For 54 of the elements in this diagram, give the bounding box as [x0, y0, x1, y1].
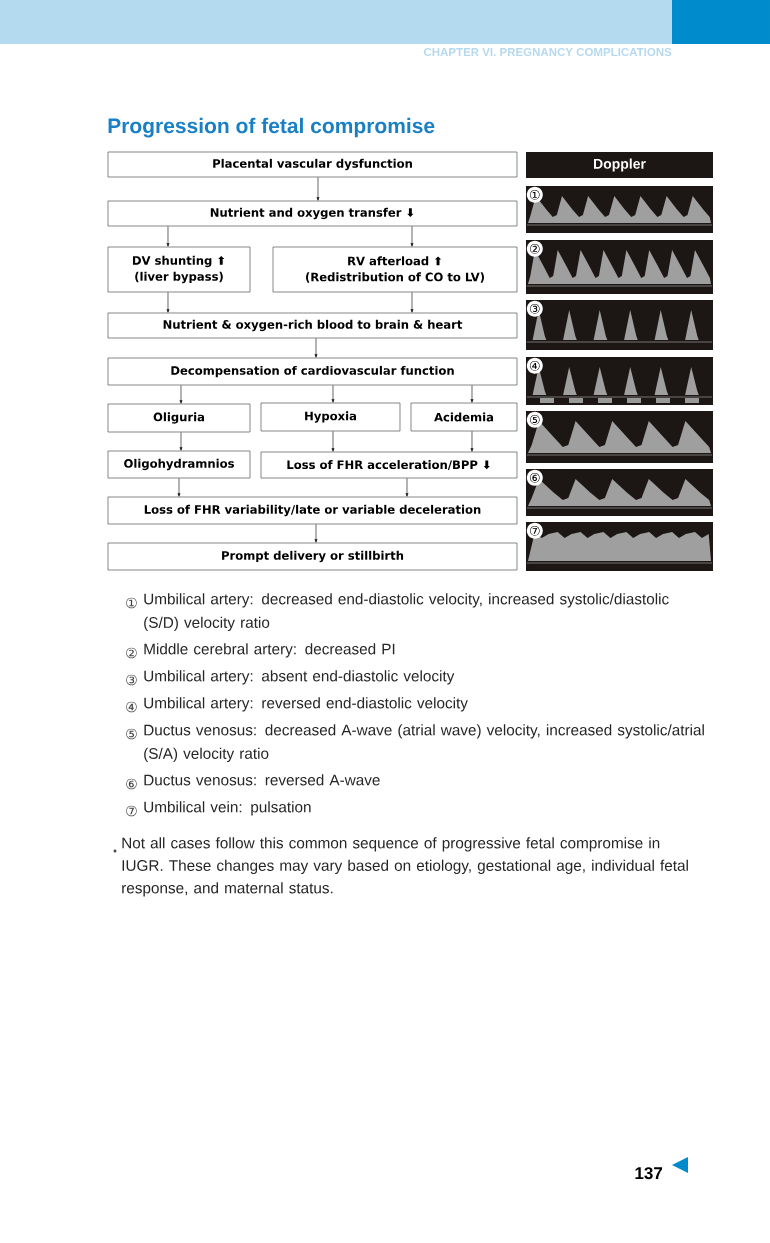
- process-box: Nutrient & oxygen-rich blood to brain & heart: [107, 312, 518, 339]
- list-text: Ductus venosus: reversed A-wave: [144, 774, 380, 786]
- process-box: Oliguria: [107, 403, 251, 433]
- process-box: Hypoxia: [260, 402, 401, 432]
- list-text: Umbilical artery: absent end-diastolic velocity: [144, 670, 455, 685]
- callout-number: ⑦: [526, 522, 543, 539]
- list-text: Middle cerebral artery: decreased PI: [144, 643, 395, 658]
- process-box: Prompt delivery or stillbirth: [107, 542, 518, 571]
- process-box: Loss of FHR variability/late or variable deceleration: [107, 496, 518, 525]
- arrow: [314, 524, 318, 543]
- header-box: Doppler: [526, 152, 713, 178]
- arrow: [331, 385, 335, 403]
- list-text: Umbilical artery: decreased end-diastolic velocity, increased systolic/diastolic (S/D) velocity ratio: [144, 593, 669, 631]
- arrow: [410, 226, 414, 247]
- arrow: [179, 432, 183, 451]
- arrow: [316, 177, 320, 201]
- process-box: RV afterload ⬆ (Redistribution of CO to LV): [272, 246, 518, 293]
- arrow: [166, 292, 170, 313]
- process-box: Acidemia: [410, 402, 518, 432]
- note-text: Not all cases follow this common sequence of progressive fetal compromise in IUGR. These changes may vary based on etiology, gestational age, individual fetal response, and maternal status.: [122, 837, 688, 897]
- list-number: ⑦: [126, 805, 137, 817]
- title: Progression of fetal compromise: [108, 117, 435, 138]
- page-number: 137: [635, 1167, 663, 1180]
- arrow: [331, 431, 335, 452]
- process-box: DV shunting ⬆ (liver bypass): [107, 246, 251, 293]
- process-box: Placental vascular dysfunction: [107, 151, 518, 178]
- list-number: ①: [126, 597, 137, 609]
- arrow: [470, 431, 474, 452]
- arrow: [166, 226, 170, 247]
- callout-number: ②: [526, 240, 543, 257]
- arrow: [177, 478, 181, 497]
- list-text: Ductus venosus: decreased A-wave (atrial wave) velocity, increased systolic/atrial (S/A) velocity ratio: [144, 724, 704, 762]
- process-box: Loss of FHR acceleration/BPP ⬇: [260, 451, 518, 479]
- callout-number: ⑤: [526, 411, 543, 428]
- arrow: [470, 385, 474, 403]
- process-box: Nutrient and oxygen transfer ⬇: [107, 200, 518, 227]
- list-number: ②: [126, 647, 137, 659]
- list-number: ⑥: [126, 778, 137, 790]
- list-text: Umbilical vein: pulsation: [144, 801, 311, 816]
- list-text: Umbilical artery: reversed end-diastolic velocity: [144, 697, 468, 712]
- arrow: [405, 478, 409, 497]
- process-box: Oligohydramnios: [107, 450, 251, 479]
- arrow: [314, 338, 318, 358]
- list-number: ③: [126, 674, 137, 686]
- callout-number: ①: [526, 186, 543, 203]
- list-number: ⑤: [126, 728, 137, 740]
- callout-number: ④: [526, 357, 543, 374]
- arrow: [410, 292, 414, 313]
- callout-number: ⑥: [526, 469, 543, 486]
- callout-number: ③: [526, 300, 543, 317]
- list-number: ④: [126, 701, 137, 713]
- arrow: [179, 385, 183, 404]
- process-box: Decompensation of cardiovascular function: [107, 357, 518, 386]
- chapter-heading: CHAPTER VI. PREGNANCY COMPLICATIONS: [423, 48, 672, 57]
